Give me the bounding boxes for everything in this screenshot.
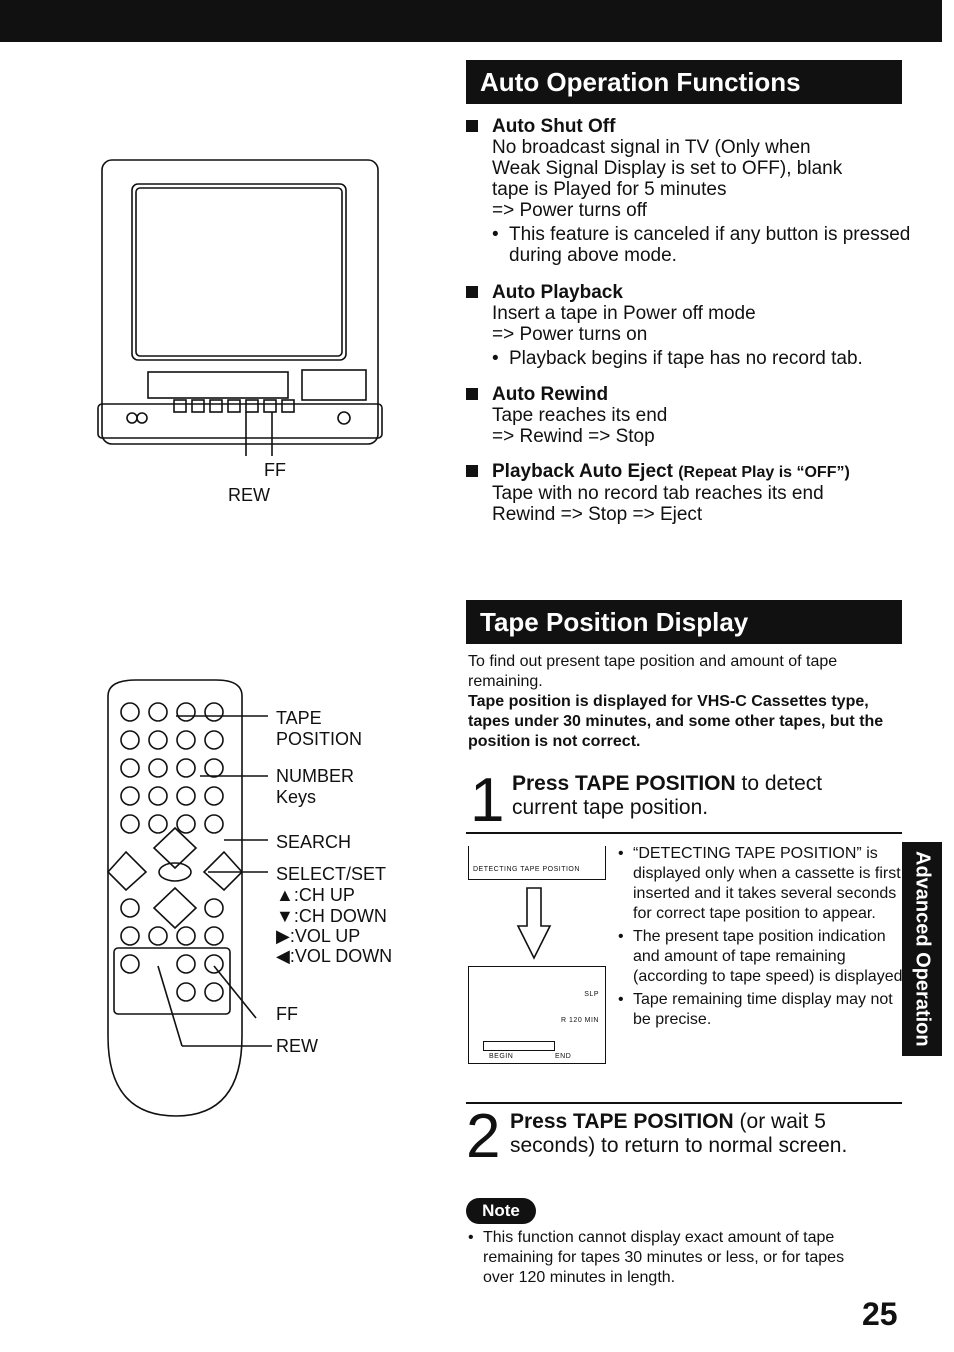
label-line: TAPE	[276, 708, 322, 728]
list-item: “DETECTING TAPE POSITION” is displayed o…	[618, 844, 908, 924]
item-playback-auto-eject: Playback Auto Eject (Repeat Play is “OFF…	[466, 461, 916, 525]
item-auto-playback: Auto Playback Insert a tape in Power off…	[466, 282, 916, 369]
remote-rew-label: REW	[276, 1036, 318, 1056]
item-line: Tape with no record tab reaches its end	[492, 483, 824, 504]
list-item: Tape remaining time display may not be p…	[618, 990, 908, 1030]
step2-rest: (or wait 5 seconds) to return to normal …	[510, 1110, 848, 1157]
label-text: :VOL DOWN	[289, 946, 393, 966]
screen-speed: SLP	[584, 991, 599, 998]
section-title-auto-operation: Auto Operation Functions	[466, 60, 902, 104]
screen-remain: R 120 MIN	[561, 1017, 599, 1024]
remote-vol-up-label: ▶:VOL UP	[276, 926, 360, 947]
remote-number-keys-label: NUMBER Keys	[276, 766, 354, 808]
label-text: :CH UP	[293, 885, 355, 905]
screen-begin: BEGIN	[489, 1053, 514, 1060]
down-triangle-icon: ▼	[276, 906, 294, 926]
list-item: The present tape position indication and…	[618, 927, 908, 987]
left-triangle-icon: ◀	[276, 946, 290, 966]
screen-detecting: DETECTING TAPE POSITION	[468, 846, 606, 880]
section-title-tape-position: Tape Position Display	[466, 600, 902, 644]
item-line: => Power turns on	[492, 324, 648, 345]
remote-tape-position-label: TAPE POSITION	[276, 708, 362, 750]
tv-vcr-illustration	[97, 159, 383, 456]
tv-rew-label: REW	[228, 485, 270, 505]
item-line: tape is Played for 5 minutes	[492, 179, 727, 200]
down-arrow-icon	[516, 887, 552, 960]
item-heading: Auto Shut Off	[466, 116, 916, 137]
note-badge: Note	[466, 1198, 536, 1224]
step2-divider	[466, 1102, 902, 1104]
step2-text: Press TAPE POSITION (or wait 5 seconds) …	[510, 1110, 902, 1158]
item-heading: Auto Rewind	[466, 384, 916, 405]
item-line: Rewind => Stop => Eject	[492, 504, 703, 525]
remote-ch-up-label: ▲:CH UP	[276, 885, 355, 906]
item-heading-note: (Repeat Play is “OFF”)	[678, 464, 850, 481]
item-line: No broadcast signal in TV (Only when	[492, 137, 811, 158]
item-auto-rewind: Auto Rewind Tape reaches its end => Rewi…	[466, 384, 916, 447]
label-text: :VOL UP	[289, 926, 361, 946]
step1-divider	[466, 832, 902, 834]
item-line: Weak Signal Display is set to OFF), blan…	[492, 158, 843, 179]
remote-select-set-label: SELECT/SET	[276, 864, 387, 884]
tv-ff-label: FF	[264, 460, 286, 480]
note-text: This function cannot display exact amoun…	[468, 1228, 878, 1288]
section2-intro: To find out present tape position and am…	[468, 653, 838, 690]
item-line: => Power turns off	[492, 200, 647, 221]
top-black-bar	[0, 0, 942, 42]
item-line: Tape reaches its end	[492, 405, 668, 426]
remote-search-label: SEARCH	[276, 832, 352, 852]
remote-control-illustration	[106, 679, 272, 1117]
item-heading: Auto Playback	[466, 282, 916, 303]
step2-number: 2	[466, 1102, 501, 1171]
remote-ch-down-label: ▼:CH DOWN	[276, 906, 387, 927]
step1-bold: Press TAPE POSITION	[512, 772, 736, 795]
screen-end: END	[555, 1053, 572, 1060]
label-line: POSITION	[276, 729, 363, 749]
tape-position-notes: “DETECTING TAPE POSITION” is displayed o…	[618, 844, 908, 1033]
up-triangle-icon: ▲	[276, 885, 294, 905]
step1-rest: to detect current tape position.	[512, 772, 823, 819]
screen-position: SLP R 120 MIN BEGIN END	[468, 966, 606, 1064]
step1-text: Press TAPE POSITION to detect current ta…	[512, 772, 892, 820]
section2-intro-bold: Tape position is displayed for VHS-C Cas…	[468, 693, 884, 750]
label-line: NUMBER	[276, 766, 355, 786]
item-heading-text: Playback Auto Eject	[492, 461, 673, 482]
step2-bold: Press TAPE POSITION	[510, 1110, 734, 1133]
side-tab-advanced-operation: Advanced Operation	[902, 842, 942, 1056]
remote-ff-label: FF	[276, 1004, 298, 1024]
item-line: => Rewind => Stop	[492, 426, 655, 447]
item-auto-shut-off: Auto Shut Off No broadcast signal in TV …	[466, 116, 916, 266]
label-text: :CH DOWN	[293, 906, 387, 926]
tape-position-bar	[483, 1041, 555, 1051]
item-bullet: Playback begins if tape has no record ta…	[466, 348, 916, 369]
step1-number: 1	[470, 766, 505, 835]
label-line: Keys	[276, 787, 317, 807]
screen-detecting-text: DETECTING TAPE POSITION	[473, 866, 580, 873]
page-number: 25	[862, 1296, 898, 1332]
item-heading: Playback Auto Eject (Repeat Play is “OFF…	[466, 461, 916, 483]
remote-vol-down-label: ◀:VOL DOWN	[276, 946, 392, 967]
list-item: This function cannot display exact amoun…	[468, 1228, 878, 1288]
item-line: Insert a tape in Power off mode	[492, 303, 756, 324]
item-bullet: This feature is canceled if any button i…	[466, 224, 916, 266]
right-triangle-icon: ▶	[276, 926, 290, 946]
